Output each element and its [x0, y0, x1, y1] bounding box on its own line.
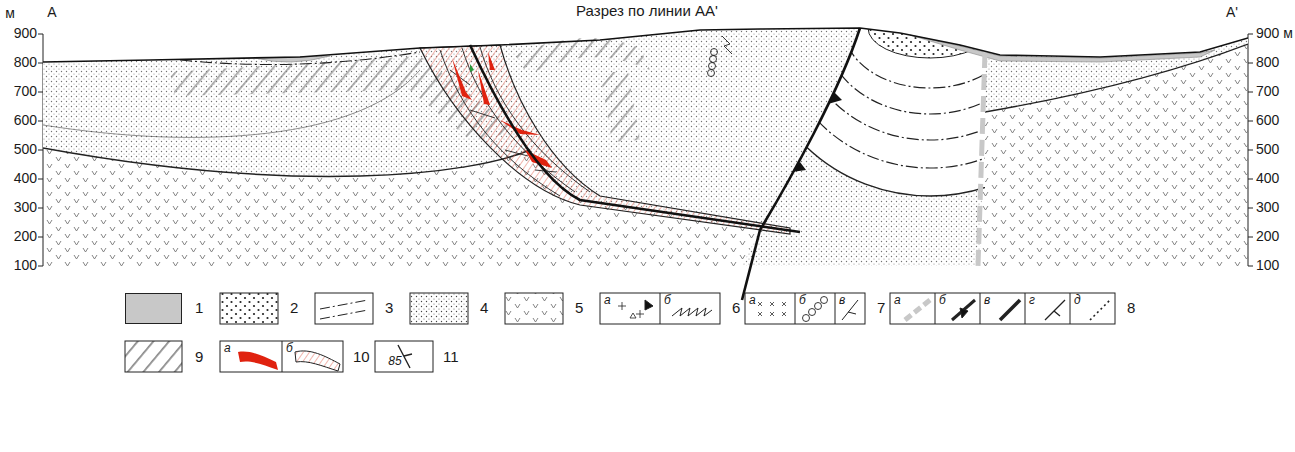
- legend-sublabel: б: [286, 342, 293, 355]
- axis-tick-label: 900 м: [1256, 26, 1293, 41]
- axis-tick-label: 700: [1256, 84, 1279, 99]
- legend-sublabel: в: [839, 294, 845, 307]
- syncline: [755, 20, 1105, 196]
- volcanic-layer: [43, 28, 1248, 266]
- legend-sublabel: а: [604, 294, 611, 307]
- axis-tick-label: 100: [1256, 258, 1279, 273]
- legend-number: 6: [732, 300, 740, 317]
- axis-tick-label: 100: [14, 258, 37, 273]
- legend-number: 10: [353, 349, 370, 366]
- legend-sublabel: б: [799, 294, 806, 307]
- legend-sublabel: д: [1074, 294, 1081, 307]
- legend-swatch: [125, 293, 182, 324]
- legend-number: 4: [480, 300, 488, 317]
- axis-tick-label: 900: [14, 26, 37, 41]
- legend-sublabel: в: [984, 294, 990, 307]
- axis-tick-label: 600: [14, 113, 37, 128]
- legend-number: 2: [290, 300, 298, 317]
- axis-tick-label: 500: [1256, 142, 1279, 157]
- legend-number: 3: [385, 300, 393, 317]
- axis-tick-label: 200: [1256, 229, 1279, 244]
- section-end: А': [1226, 5, 1238, 20]
- axis-tick-label: 400: [1256, 171, 1279, 186]
- axis-tick-label: 300: [14, 200, 37, 215]
- fault-zone: [420, 45, 790, 234]
- legend-samples: [125, 293, 1115, 372]
- thrust-fault: [742, 28, 860, 300]
- axis-tick-label: 800: [1256, 55, 1279, 70]
- legend-sublabel: а: [224, 342, 231, 355]
- axis-unit: м: [5, 6, 15, 21]
- axis-tick-label: 500: [14, 142, 37, 157]
- axis-tick-label: 700: [14, 84, 37, 99]
- legend-number: 11: [443, 349, 459, 366]
- axis-tick-label: 800: [14, 55, 37, 70]
- axis-tick-label: 200: [14, 229, 37, 244]
- legend-number: 5: [575, 300, 583, 317]
- legend-sublabel: а: [894, 294, 901, 307]
- axis-tick-label: 400: [14, 171, 37, 186]
- legend-sublabel: г: [1029, 294, 1035, 307]
- legend-sublabel: б: [664, 294, 671, 307]
- dip-angle: 85: [388, 355, 401, 368]
- legend-sublabel: а: [749, 294, 756, 307]
- axis-tick-label: 300: [1256, 200, 1279, 215]
- legend-number: 8: [1127, 300, 1135, 317]
- geology: [43, 20, 1248, 300]
- legend-sublabel: б: [939, 294, 946, 307]
- legend-number: 1: [195, 300, 203, 317]
- legend-number: 7: [877, 300, 885, 317]
- legend-number: 9: [195, 349, 203, 366]
- section-title: Разрез по линии АА': [576, 3, 718, 20]
- section-end: А: [47, 5, 56, 20]
- axis-tick-label: 600: [1256, 113, 1279, 128]
- alteration-hatch: [170, 38, 650, 142]
